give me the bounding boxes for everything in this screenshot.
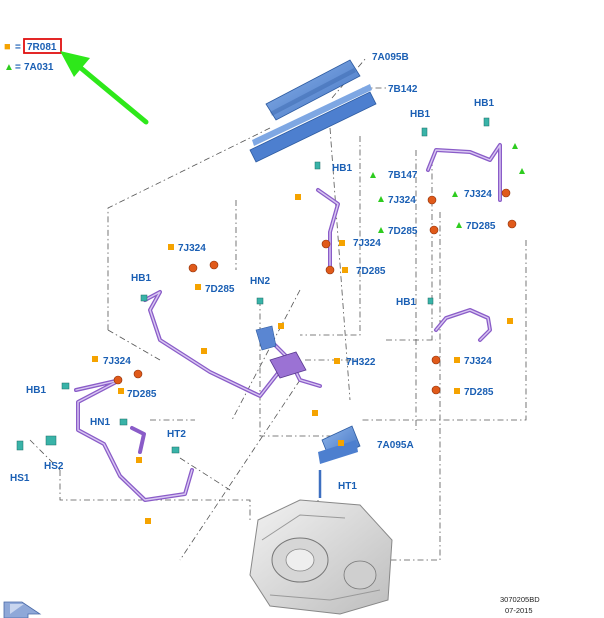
label-7D285-left-1: 7D285 [205,284,235,295]
legend-square-icon: ■ [4,41,11,53]
label-7D285-right-1: 7D285 [388,226,418,237]
label-7J324-center: 7J324 [353,238,381,249]
label-7J324-left-2: 7J324 [103,356,131,367]
leader-lines [29,57,527,561]
label-hb1-far-left: HB1 [26,385,46,396]
legend: ■ = 7R081 ▲ = 7A031 [4,38,62,73]
label-7B147: 7B147 [388,170,418,181]
label-hb1-center: HB1 [332,163,352,174]
legend-square-part: 7R081 [27,42,57,53]
label-7D285-right-3: 7D285 [464,387,494,398]
label-hb1-top: HB1 [410,109,430,120]
orientation-arrow-icon [3,601,42,618]
label-ht1: HT1 [338,481,357,492]
label-7D285-right-2: 7D285 [466,221,496,232]
label-7J324-right-3: 7J324 [464,356,492,367]
illustration-code: 3070205BD [500,595,540,604]
triangle-markers [370,143,525,233]
label-7J324-left-1: 7J324 [178,243,206,254]
oil-cooler-7A095B [249,59,377,163]
label-hn2: HN2 [250,276,270,287]
legend-square-equals: = [15,42,21,53]
label-7D285-left-2: 7D285 [127,389,157,400]
part-labels: 7A095B 7B142 HB1 HB1 HB1 7B147 7J324 7J3… [10,52,496,492]
square-markers [92,194,513,524]
label-7J324-right-1: 7J324 [388,195,416,206]
illustration-date: 07-2015 [505,606,533,615]
legend-triangle-equals: = [15,62,21,73]
label-7A095A: 7A095A [377,440,414,451]
label-7D285-center: 7D285 [356,266,386,277]
label-hb1-left: HB1 [131,273,151,284]
footer: 3070205BD 07-2015 [500,595,540,615]
cooler-tubes [74,143,502,502]
transmission-housing [249,499,393,615]
label-hn1: HN1 [90,417,110,428]
label-hb1-top-right: HB1 [474,98,494,109]
connectors [16,117,490,454]
bracket-7H322 [255,325,307,379]
highlight-box [23,38,62,54]
label-ht2: HT2 [167,429,186,440]
label-hs2: HS2 [44,461,64,472]
legend-triangle-icon: ▲ [4,62,14,73]
label-hb1-right: HB1 [396,297,416,308]
label-hs1: HS1 [10,473,30,484]
green-arrow-icon [60,51,149,125]
label-7B142: 7B142 [388,84,418,95]
legend-triangle-part: 7A031 [24,62,54,73]
hose-clamps [113,188,517,395]
label-7H322: 7H322 [346,357,376,368]
label-7A095B: 7A095B [372,52,409,63]
label-7J324-right-2: 7J324 [464,189,492,200]
